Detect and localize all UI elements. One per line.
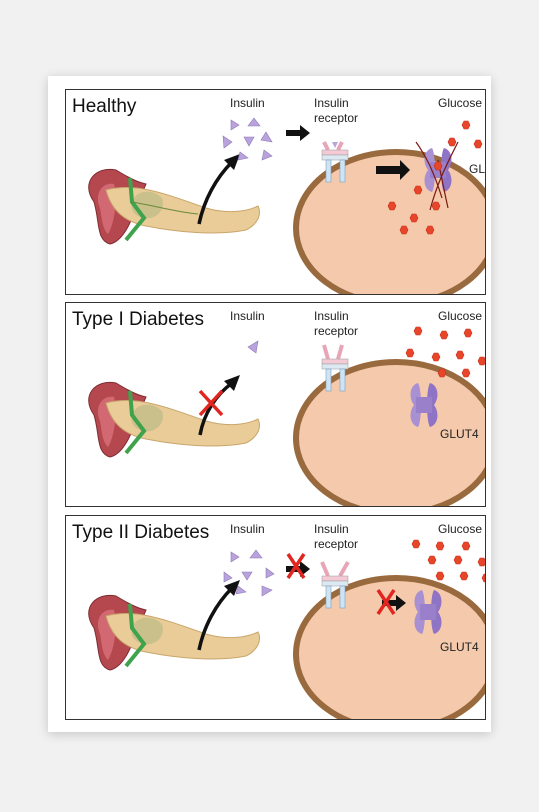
secretion-arrow [197,160,234,225]
panel-title: Type I Diabetes [72,309,205,330]
receptor-label-line2: receptor [314,324,359,338]
insulin-label: Insulin [230,522,265,536]
receptor-label-line1: Insulin [314,309,349,323]
panel-type-1-diabetes: Type I Diabetes Insulin Insulin receptor… [65,302,486,507]
insulin-receptor-icon [321,141,349,183]
blocked-cross-icon [198,389,224,417]
receptor-label-line1: Insulin [314,522,349,536]
glut4-transporter-icon [410,383,438,427]
panel-type-2-diabetes: Type II Diabetes Insulin Insulin recepto… [65,515,486,720]
insulin-molecule [247,340,259,354]
insulin-label: Insulin [230,96,265,110]
insulin-molecules [222,117,273,161]
glucose-label: Glucose [438,309,483,323]
receptor-label-line2: receptor [314,537,359,551]
type1-illustration [88,326,485,506]
glucose-label: Glucose [438,96,483,110]
receptor-label-line1: Insulin [314,96,349,110]
glut4-label: GL [469,162,486,176]
glucose-molecules [411,539,485,583]
insulin-label: Insulin [230,309,265,323]
glut4-label: GLUT4 [440,427,479,441]
glucose-label: Glucose [438,522,483,536]
poster-sheet: Healthy Insulin Insulin receptor Glucose… [48,76,491,732]
insulin-receptor-icon [321,344,349,392]
glucose-molecules [405,326,485,378]
insulin-receptor-icon [320,561,350,609]
panel-title: Healthy [72,96,137,117]
blocked-cross-icon [286,553,306,579]
bind-arrow [286,125,310,141]
pancreas-icon [88,168,260,245]
pancreas-icon [88,381,260,458]
type2-illustration [88,539,485,719]
glut4-label: GLUT4 [440,640,479,654]
glut4-transporter-icon [414,590,442,634]
blocked-cross-icon [376,589,396,615]
receptor-label-line2: receptor [314,111,359,125]
healthy-illustration [88,117,485,294]
pancreas-icon [88,594,260,671]
insulin-molecules [223,549,275,597]
panel-title: Type II Diabetes [72,522,210,543]
panel-healthy: Healthy Insulin Insulin receptor Glucose… [65,89,486,295]
cell-icon [293,359,485,506]
glucose-molecules [387,120,483,235]
